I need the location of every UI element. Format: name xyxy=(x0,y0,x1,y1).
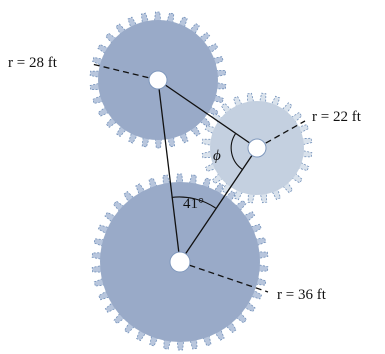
angle-arc-41 xyxy=(171,196,216,209)
radius-label-right: r = 22 ft xyxy=(312,109,362,125)
radius-label-bottom: r = 36 ft xyxy=(277,287,327,303)
radius-line-right xyxy=(256,120,306,149)
hub-right xyxy=(247,138,267,158)
gears-layer xyxy=(89,11,313,351)
center-triangle xyxy=(157,78,258,264)
radius-line-top-left xyxy=(91,63,159,81)
hub-top-left xyxy=(148,70,168,90)
angle-label-phi: ϕ xyxy=(213,148,221,164)
radius-line-bottom xyxy=(179,261,269,293)
angle-arc-phi xyxy=(230,133,244,171)
angle-label-41: 41° xyxy=(183,196,204,212)
radius-label-top-left: r = 28 ft xyxy=(8,55,58,71)
hub-bottom xyxy=(169,251,191,273)
